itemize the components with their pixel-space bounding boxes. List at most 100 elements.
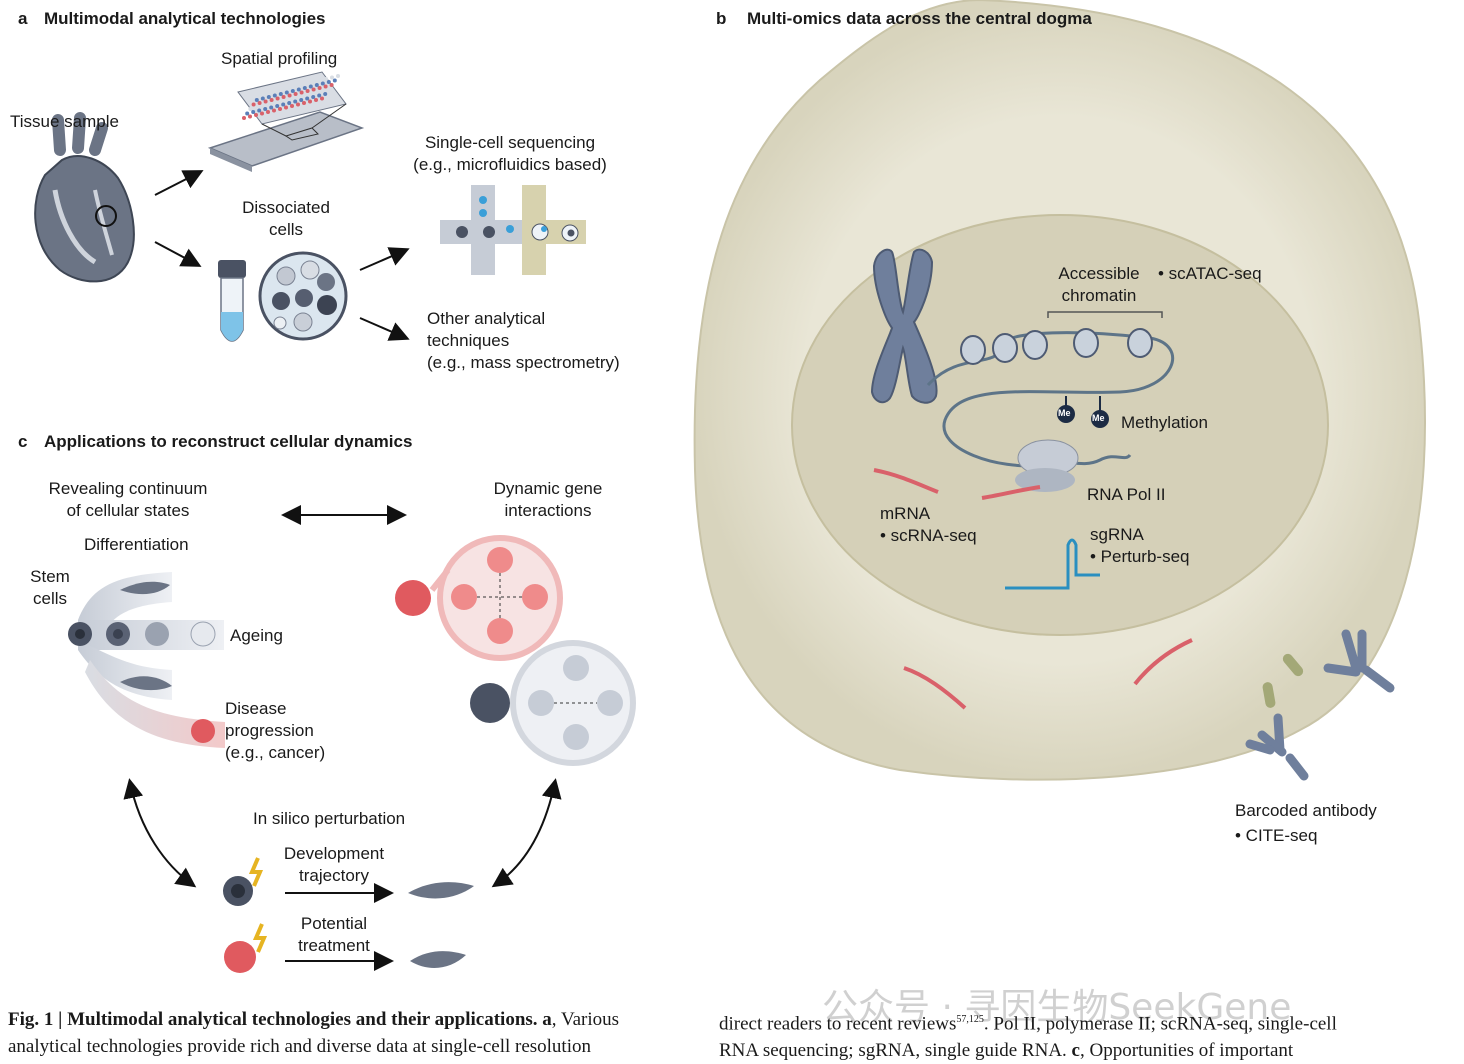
spatial-spot — [272, 101, 277, 105]
methylation-label: Methylation — [1121, 413, 1208, 432]
single-cell-sequencing-label: Single-cell sequencing(e.g., microfluidi… — [413, 133, 607, 174]
spatial-spot — [278, 99, 283, 104]
spatial-spot — [308, 92, 313, 96]
spatial-slide-illustration — [207, 71, 365, 172]
spatial-spot — [326, 87, 331, 92]
spatial-spot — [269, 98, 274, 102]
spatial-spot — [245, 111, 250, 116]
microfluidic-chip-illustration — [440, 185, 586, 275]
caption-right: direct readers to recent reviews57,125. … — [719, 1013, 1337, 1062]
spatial-spot — [296, 102, 300, 107]
spatial-spot — [293, 99, 298, 104]
cell-dish-illustration — [258, 251, 348, 341]
spatial-spot — [320, 96, 324, 101]
nucleus — [791, 214, 1329, 636]
spatial-spot — [264, 92, 268, 96]
spatial-spot — [242, 116, 246, 120]
spatial-spot — [329, 83, 334, 87]
loop-arrow-left — [123, 778, 197, 888]
panel-b-letter: b — [716, 9, 727, 28]
spatial-spot — [278, 92, 283, 96]
differentiation-diagram — [68, 572, 225, 748]
spatial-spot — [311, 87, 316, 92]
in-silico-label: In silico perturbation — [253, 809, 406, 828]
panel-a-title: Multimodal analytical technologies — [44, 9, 326, 28]
spatial-spot — [272, 93, 277, 98]
spatial-spot — [284, 90, 289, 95]
spatial-spot — [314, 98, 318, 102]
sgrna-label: sgRNA• Perturb-seq — [1090, 525, 1190, 566]
caption-left: Fig. 1 | Multimodal analytical technolog… — [8, 1009, 620, 1057]
loop-arrow-right — [491, 778, 562, 888]
spatial-spot — [318, 78, 322, 83]
panel-c-letter: c — [18, 432, 28, 451]
watermark: 公众号 · 寻因生物SeekGene — [822, 987, 1292, 1028]
spatial-spot — [317, 93, 322, 98]
tube-illustration — [218, 260, 246, 342]
spatial-spot — [324, 77, 328, 81]
panel-a-letter: a — [18, 9, 28, 28]
spatial-spot — [314, 83, 319, 87]
rna-pol-label: RNA Pol II — [1087, 485, 1166, 504]
spatial-spot — [263, 107, 268, 111]
ageing-label: Ageing — [230, 626, 283, 645]
spatial-spot — [260, 111, 264, 116]
spatial-spot — [332, 78, 337, 83]
spatial-profiling-label: Spatial profiling — [221, 49, 338, 68]
spatial-spot — [302, 101, 306, 105]
spatial-spot — [257, 108, 262, 113]
spatial-spot — [311, 95, 316, 99]
gene-network-diagram — [395, 535, 636, 766]
tissue-sample-label: Tissue sample — [10, 112, 119, 131]
spatial-spot — [326, 80, 331, 84]
spatial-spot — [299, 90, 304, 95]
heart-illustration — [34, 112, 135, 283]
spatial-spot — [276, 89, 280, 93]
spatial-spot — [290, 96, 295, 101]
arrow-to-spatial — [154, 170, 204, 196]
arrow-to-single-cell — [359, 247, 410, 271]
spatial-spot — [282, 87, 286, 92]
spatial-spot — [260, 96, 265, 101]
spatial-spot — [296, 95, 301, 99]
spatial-spot — [284, 98, 289, 102]
spatial-spot — [294, 84, 298, 89]
perturbation-diagram — [223, 857, 474, 973]
chromosome-illustration — [870, 248, 938, 404]
spatial-spot — [290, 89, 295, 93]
spatial-spot — [293, 92, 298, 96]
spatial-spot — [272, 108, 276, 113]
spatial-spot — [275, 104, 280, 108]
spatial-spot — [248, 114, 252, 119]
spatial-spot — [305, 96, 310, 101]
spatial-spot — [287, 101, 292, 105]
spatial-spot — [306, 81, 310, 86]
spatial-spot — [266, 102, 271, 107]
spatial-spot — [281, 95, 286, 99]
spatial-spot — [302, 93, 307, 98]
spatial-spot — [296, 87, 301, 92]
spatial-spot — [320, 81, 325, 86]
panel-c-title: Applications to reconstruct cellular dyn… — [44, 432, 413, 451]
spatial-spot — [254, 113, 258, 117]
spatial-spot — [258, 93, 262, 98]
spatial-spot — [266, 95, 271, 99]
spatial-spot — [288, 86, 292, 90]
spatial-spot — [323, 84, 328, 89]
cell-illustration — [693, 0, 1426, 781]
spatial-spot — [254, 98, 259, 102]
spatial-spot — [270, 90, 274, 95]
spatial-spot — [251, 110, 256, 114]
spatial-spot — [248, 107, 253, 111]
panel-b-title: Multi-omics data across the central dogm… — [747, 9, 1092, 28]
spatial-spot — [290, 104, 294, 108]
